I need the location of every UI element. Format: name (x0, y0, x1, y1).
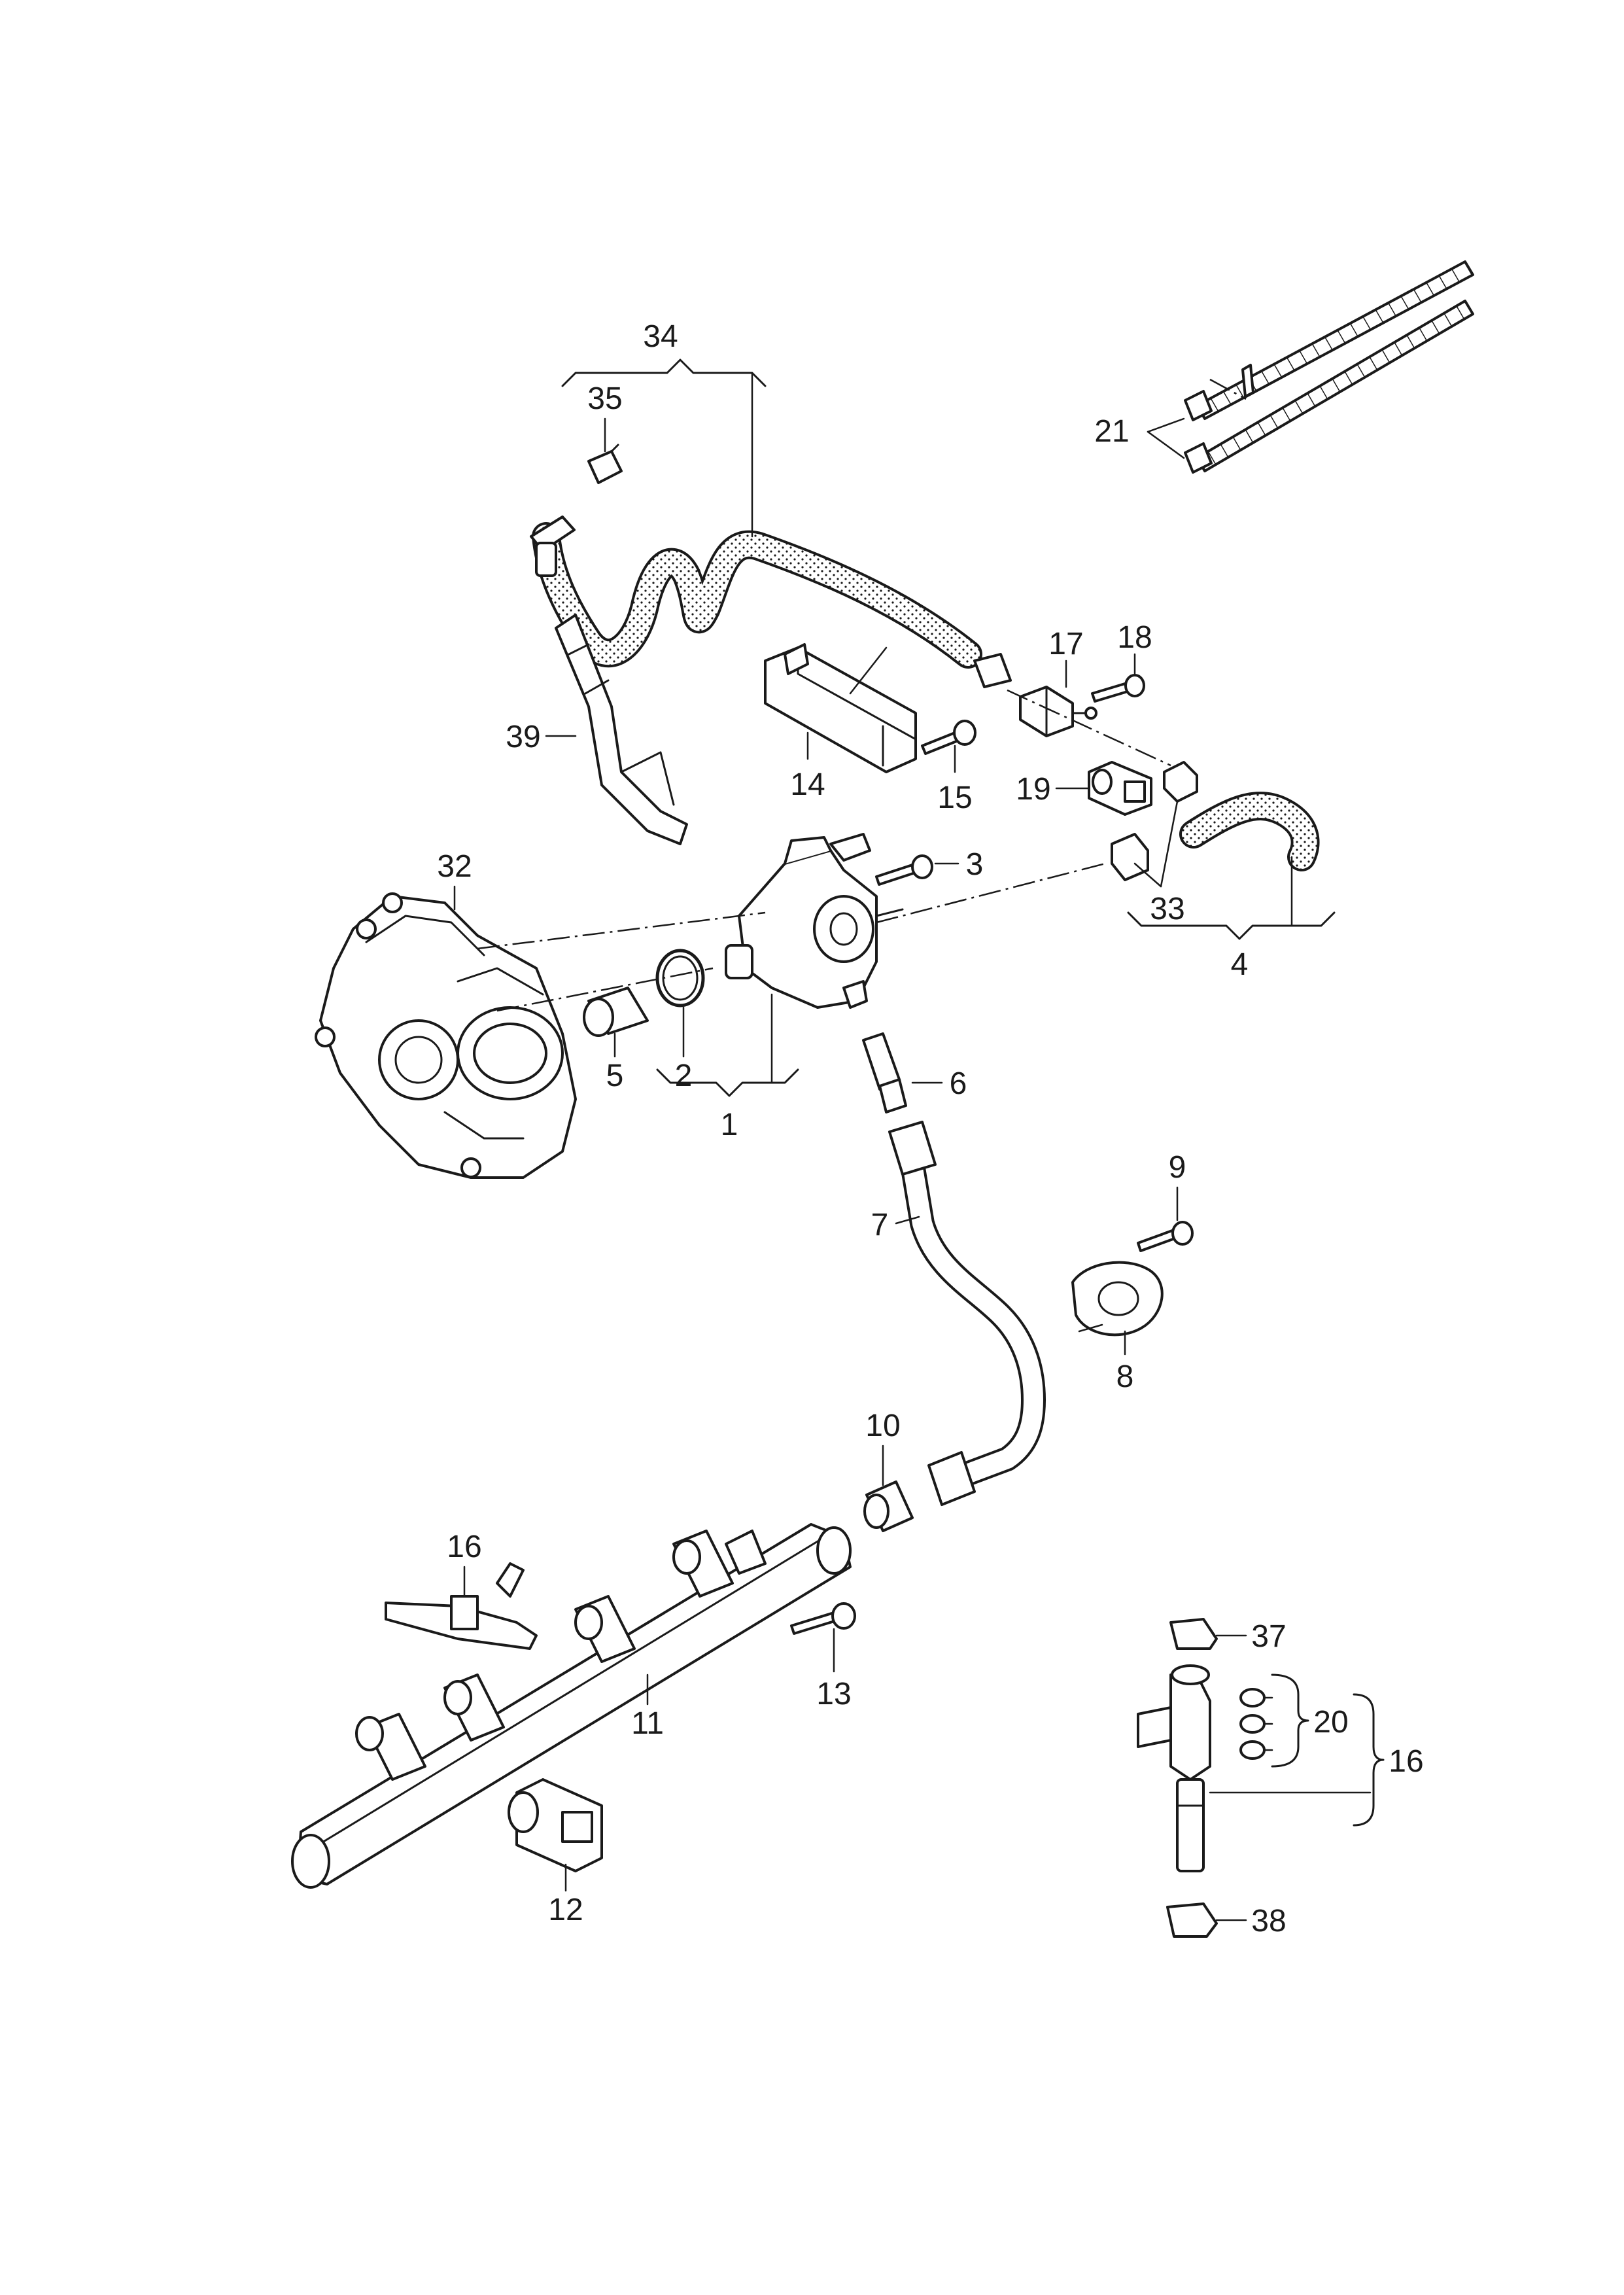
callout-13: 13 (816, 1677, 851, 1711)
callout-35: 35 (587, 381, 622, 416)
high-pressure-pipe-part-7 (888, 1121, 1046, 1506)
alignment-lines (477, 378, 1247, 1012)
bracket-part-14 (764, 643, 917, 773)
callout-32: 32 (437, 849, 472, 884)
clip-part-38 (1166, 1902, 1218, 1938)
fuel-pressure-sensor-part-12 (508, 1778, 603, 1872)
bolt-part-18 (1091, 674, 1145, 703)
fuel-hose-part-4 (1179, 792, 1320, 871)
callout-39: 39 (506, 720, 540, 754)
cable-tie-part-21 (1184, 260, 1474, 474)
leader-lines (453, 359, 1385, 1921)
callout-34: 34 (643, 319, 678, 354)
callout-18: 18 (1117, 620, 1152, 655)
bushing-part-5 (583, 987, 649, 1037)
callout-16-right: 16 (1389, 1744, 1423, 1779)
fuel-rail-part-11 (291, 1523, 852, 1889)
callout-19: 19 (1016, 772, 1050, 807)
callout-11: 11 (631, 1706, 664, 1741)
callout-8: 8 (1116, 1359, 1134, 1394)
callout-labels: 34 35 21 17 18 39 14 15 19 32 3 33 4 5 2… (437, 319, 1423, 1938)
callout-17: 17 (1048, 627, 1083, 661)
callout-2: 2 (675, 1059, 693, 1093)
injector-part-16-installed (385, 1562, 538, 1650)
pressure-sensor-part-19 (1088, 761, 1152, 816)
bolt-part-3 (875, 854, 933, 886)
clip-part-37 (1169, 1618, 1218, 1650)
callout-16-left: 16 (447, 1530, 481, 1564)
callout-10: 10 (865, 1409, 900, 1443)
callout-7: 7 (871, 1208, 889, 1242)
callout-9: 9 (1169, 1150, 1186, 1185)
union-part-10 (863, 1480, 914, 1532)
callout-21: 21 (1094, 414, 1129, 449)
vacuum-hose-part-34 (530, 516, 1012, 688)
callout-12: 12 (548, 1893, 583, 1927)
callout-37: 37 (1251, 1619, 1286, 1654)
high-pressure-pump-part-1 (725, 833, 904, 1009)
seal-rings-part-20 (1239, 1688, 1266, 1760)
hose-clamp-part-33 (1111, 761, 1198, 881)
vacuum-pump-housing-part-32 (315, 892, 577, 1179)
bolt-part-15 (921, 720, 976, 755)
callout-5: 5 (606, 1059, 624, 1093)
callout-38: 38 (1251, 1904, 1286, 1938)
pipe-clamp-part-8 (1071, 1261, 1164, 1337)
callout-33: 33 (1150, 892, 1184, 926)
bolt-part-13 (790, 1602, 856, 1635)
union-part-6 (862, 1032, 907, 1113)
callout-1: 1 (721, 1108, 738, 1142)
valve-part-17 (1019, 686, 1097, 737)
breather-tube-part-39 (555, 614, 688, 845)
callout-4: 4 (1231, 947, 1249, 982)
bolt-part-9 (1137, 1221, 1194, 1252)
hose-clip-part-35 (587, 444, 623, 484)
callout-3: 3 (966, 847, 984, 882)
callout-20: 20 (1313, 1705, 1348, 1740)
callout-6: 6 (950, 1066, 967, 1101)
callout-14: 14 (790, 767, 825, 802)
injector-part-16-kit (1137, 1664, 1211, 1872)
callout-15: 15 (937, 780, 972, 815)
